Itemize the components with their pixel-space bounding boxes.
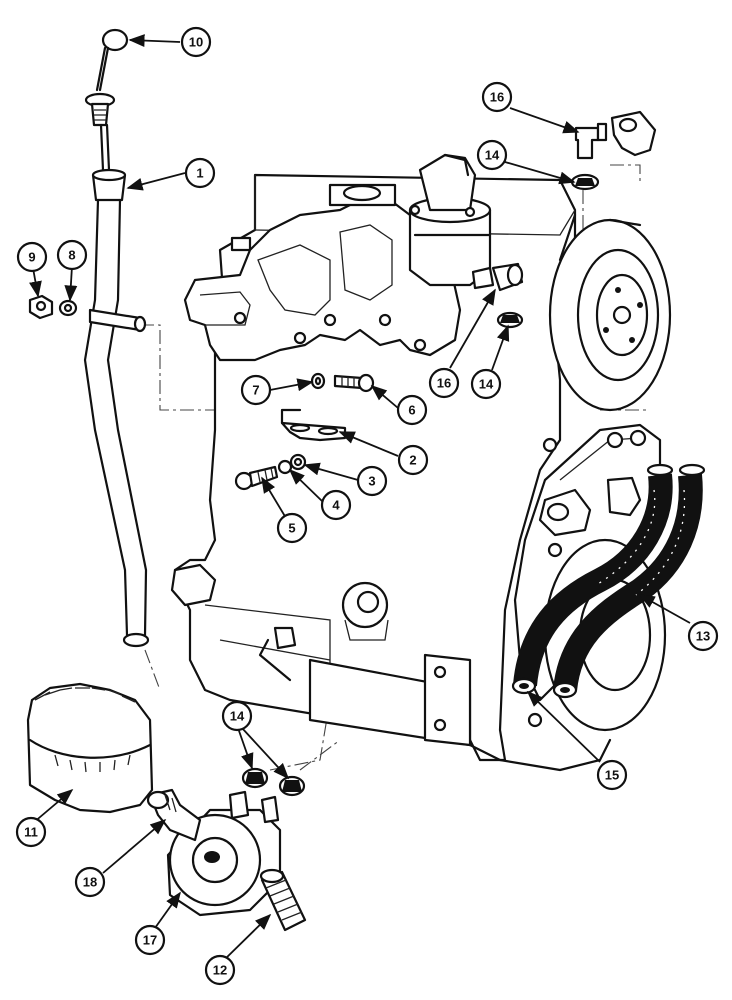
callout-18: 18 <box>74 866 106 898</box>
dipstick-tube <box>83 168 150 648</box>
oil-filter <box>26 682 154 814</box>
callout-3: 3 <box>356 465 388 497</box>
elbow-fitting-16-mid <box>471 262 524 292</box>
callout-13: 13 <box>687 620 719 652</box>
callout-11: 11 <box>15 816 47 848</box>
svg-text:18: 18 <box>83 875 97 890</box>
svg-text:14: 14 <box>485 148 500 163</box>
bolt-5 <box>234 465 279 491</box>
svg-text:15: 15 <box>605 768 619 783</box>
callout-8: 8 <box>56 239 88 271</box>
svg-text:16: 16 <box>437 376 451 391</box>
svg-text:1: 1 <box>196 166 203 181</box>
hose-clamps-14-bottom <box>241 767 306 797</box>
callout-2: 2 <box>397 444 429 476</box>
hex-nut-9 <box>28 294 54 320</box>
svg-text:6: 6 <box>408 403 415 418</box>
callout-16-mid: 16 <box>428 367 460 399</box>
svg-text:14: 14 <box>479 377 494 392</box>
dipstick <box>84 28 129 172</box>
washer-3 <box>289 453 307 471</box>
callout-10: 10 <box>180 26 212 58</box>
callout-1: 1 <box>184 157 216 189</box>
svg-text:3: 3 <box>368 474 375 489</box>
svg-text:14: 14 <box>230 709 245 724</box>
svg-text:12: 12 <box>213 963 227 978</box>
svg-text:13: 13 <box>696 629 710 644</box>
crank-pulley <box>548 213 672 412</box>
manifold <box>183 183 462 362</box>
hose-clamp-14-top <box>570 173 600 191</box>
elbow-fitting-16-top <box>574 110 657 160</box>
callout-15: 15 <box>596 759 628 791</box>
hose-clamp-14-mid <box>496 311 524 329</box>
washer-7 <box>310 372 326 390</box>
svg-text:5: 5 <box>288 521 295 536</box>
callout-4: 4 <box>320 489 352 521</box>
callout-7: 7 <box>240 374 272 406</box>
bolt-6 <box>333 373 375 393</box>
svg-text:17: 17 <box>143 933 157 948</box>
bracket-2 <box>280 408 347 442</box>
svg-text:10: 10 <box>189 35 203 50</box>
svg-text:7: 7 <box>252 383 259 398</box>
svg-text:8: 8 <box>68 248 75 263</box>
callout-14-mid: 14 <box>470 368 502 400</box>
coolant-hoses <box>511 463 706 699</box>
svg-text:2: 2 <box>409 453 416 468</box>
water-outlet-housing <box>408 153 492 287</box>
callout-16-top: 16 <box>481 81 513 113</box>
callout-5: 5 <box>276 512 308 544</box>
threaded-nipple-12 <box>259 868 307 932</box>
callout-14-bottom: 14 <box>221 700 253 732</box>
callout-leaders <box>29 34 691 963</box>
svg-text:4: 4 <box>332 498 340 513</box>
svg-text:9: 9 <box>28 250 35 265</box>
adapter-fitting-18 <box>146 788 202 842</box>
svg-text:16: 16 <box>490 90 504 105</box>
svg-text:11: 11 <box>24 825 38 840</box>
washer-4 <box>277 459 293 475</box>
callout-6: 6 <box>396 394 428 426</box>
callout-14-top: 14 <box>476 139 508 171</box>
callout-17: 17 <box>134 924 166 956</box>
callout-9: 9 <box>16 241 48 273</box>
washer-8 <box>58 299 78 317</box>
callout-12: 12 <box>204 954 236 986</box>
